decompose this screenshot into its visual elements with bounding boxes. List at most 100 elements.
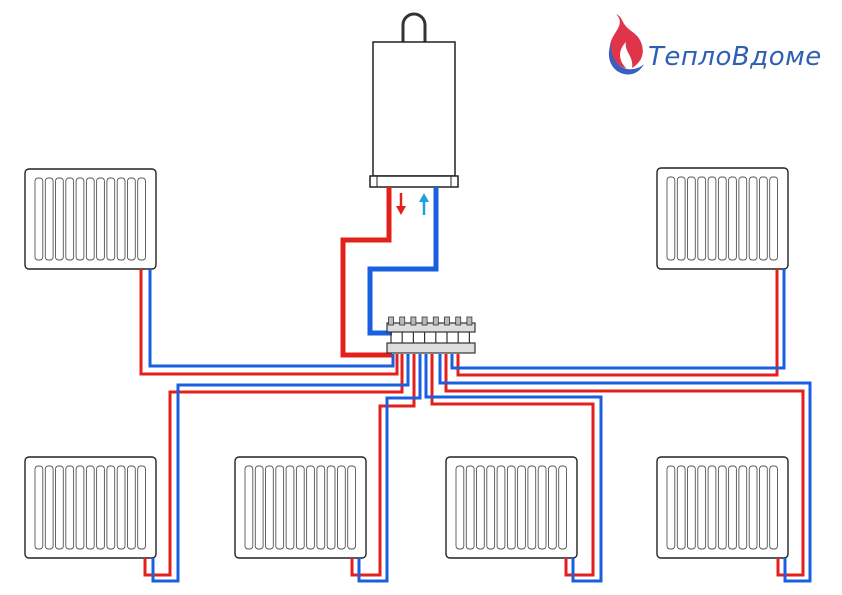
radiator-fin [548, 465, 557, 550]
manifold [386, 316, 476, 354]
radiator-fin [537, 465, 547, 550]
radiator-fin [687, 465, 696, 550]
radiator-fin [96, 465, 105, 550]
radiator-fin [476, 465, 485, 550]
logo-text: ТеплоВдоме [648, 42, 822, 72]
manifold-valve [432, 316, 439, 326]
radiator-fin [697, 465, 707, 550]
boiler-body [372, 41, 456, 177]
radiator-fin [96, 177, 105, 261]
radiator-fin [717, 176, 727, 261]
radiator-fin [75, 177, 85, 261]
manifold-lower-bar [386, 342, 476, 354]
radiator-fin [106, 177, 116, 261]
radiator-fin [306, 465, 315, 550]
manifold-valve [388, 316, 394, 326]
radiator-fin [687, 176, 696, 261]
radiator-fin [738, 176, 748, 261]
radiator-fin [85, 465, 95, 550]
manifold-valve [410, 316, 417, 326]
radiator [234, 456, 367, 559]
radiator-fin [455, 465, 465, 550]
radiator-fin [707, 176, 717, 261]
radiator-fin [34, 177, 44, 261]
flow-arrows [396, 193, 429, 215]
return-pipe [357, 354, 422, 583]
return-pipe [151, 354, 410, 583]
radiator-fin [137, 465, 146, 550]
radiator-fin [728, 465, 737, 550]
flame-icon [608, 14, 644, 75]
radiator-fin [486, 465, 496, 550]
return-pipe [450, 269, 786, 370]
radiator-fin [295, 465, 305, 550]
radiator-fin [676, 465, 686, 550]
radiator-fin [44, 465, 54, 550]
radiator-fin [748, 465, 758, 550]
radiator-fin [55, 465, 64, 550]
radiator-fin [517, 465, 526, 550]
radiator-body [656, 167, 789, 270]
radiator-body [24, 456, 157, 559]
radiator-fin [275, 465, 285, 550]
return-pipe [438, 354, 812, 583]
radiator-fin [506, 465, 516, 550]
radiator-fin [116, 465, 126, 550]
radiator-fin [316, 465, 326, 550]
radiator-fin [116, 177, 126, 261]
manifold-ports [388, 316, 473, 343]
radiator [656, 167, 789, 270]
manifold-valve [455, 316, 462, 326]
radiator-fin [496, 465, 506, 550]
radiator-fin [558, 465, 567, 550]
manifold-valve [421, 316, 428, 326]
pipes [139, 187, 812, 583]
radiator [24, 168, 157, 270]
supply-pipe [456, 269, 779, 377]
radiator-fin [717, 465, 727, 550]
radiator-fin [55, 177, 64, 261]
return-pipe [367, 187, 439, 336]
radiator-fin [254, 465, 264, 550]
radiator-fin [728, 176, 737, 261]
radiator-fin [244, 465, 254, 550]
radiators [24, 167, 789, 559]
radiator-fin [666, 176, 676, 261]
radiator-fin [707, 465, 717, 550]
return-pipe [424, 354, 603, 583]
radiator [656, 456, 789, 559]
radiator-fin [265, 465, 274, 550]
radiator-fin [465, 465, 475, 550]
radiator-fin [127, 177, 136, 261]
arrow-up-icon [419, 193, 429, 215]
logo: ТеплоВдоме [604, 12, 834, 82]
radiator-body [445, 456, 578, 559]
radiator-fin [738, 465, 748, 550]
radiator-fin [527, 465, 537, 550]
radiator-fin [347, 465, 356, 550]
radiator-fin [65, 177, 75, 261]
manifold-valve [466, 316, 473, 326]
radiator-fin [676, 176, 686, 261]
radiator [24, 456, 157, 559]
radiator-fin [769, 465, 778, 550]
radiator-fin [127, 465, 136, 550]
radiator [445, 456, 578, 559]
radiator-fin [34, 465, 44, 550]
radiator-body [234, 456, 367, 559]
radiator-fin [326, 465, 336, 550]
radiator-fin [106, 465, 116, 550]
radiator-fin [759, 465, 768, 550]
manifold-valve [444, 316, 450, 326]
arrow-down-icon [396, 193, 406, 215]
radiator-fin [666, 465, 676, 550]
return-pipe [148, 269, 395, 368]
boiler-bottom-connector [369, 175, 459, 188]
supply-pipe [444, 354, 805, 577]
boiler-hanger [401, 12, 427, 42]
radiator-fin [75, 465, 85, 550]
radiator-fin [85, 177, 95, 261]
radiator-fin [65, 465, 75, 550]
radiator-fin [137, 177, 146, 261]
radiator-body [24, 168, 157, 270]
